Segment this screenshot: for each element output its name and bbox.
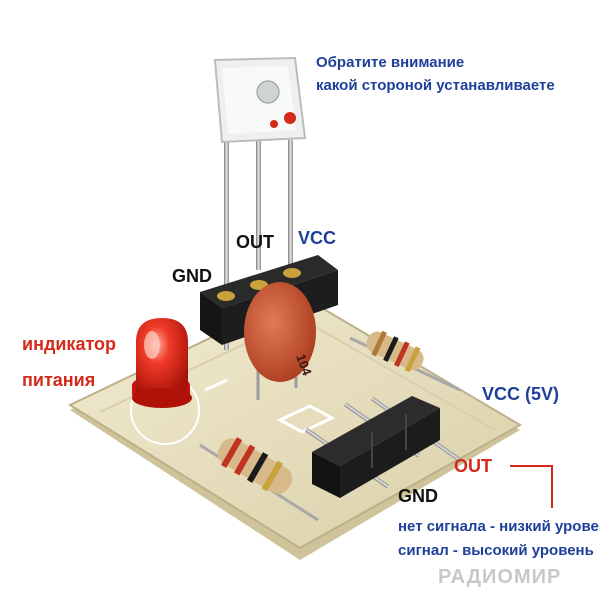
ir-sensor — [213, 56, 307, 144]
resistor-bottom-left — [199, 437, 319, 522]
ceramic-capacitor: 104 — [244, 282, 316, 400]
top-pin-out-label: OUT — [236, 232, 274, 252]
capacitor-code: 104 — [293, 352, 315, 378]
orientation-note-line1: Обратите внимание — [316, 54, 465, 71]
resistor-top-right — [349, 330, 461, 392]
output-desc-line1: нет сигнала - низкий уровень — [398, 518, 600, 535]
bottom-pin-vcc-label: VCC (5V) — [482, 384, 560, 404]
orientation-note-line2: какой стороной устанавливаете — [316, 77, 555, 94]
bottom-pin-gnd-label: GND — [398, 486, 438, 506]
indicator-label-line1: индикатор — [22, 334, 117, 354]
output-desc-line2: сигнал - высокий уровень — [398, 542, 594, 559]
power-led — [132, 318, 192, 408]
bottom-pin-out-label: OUT — [454, 456, 492, 476]
indicator-label-line2: питания — [22, 370, 96, 390]
out-callout-line — [510, 465, 553, 508]
watermark: РАДИОМИР — [438, 566, 562, 588]
sensor-leads — [224, 140, 293, 350]
output-pin-header — [304, 396, 464, 498]
top-pin-gnd-label: GND — [172, 266, 212, 286]
top-pin-vcc-label: VCC — [298, 228, 337, 248]
